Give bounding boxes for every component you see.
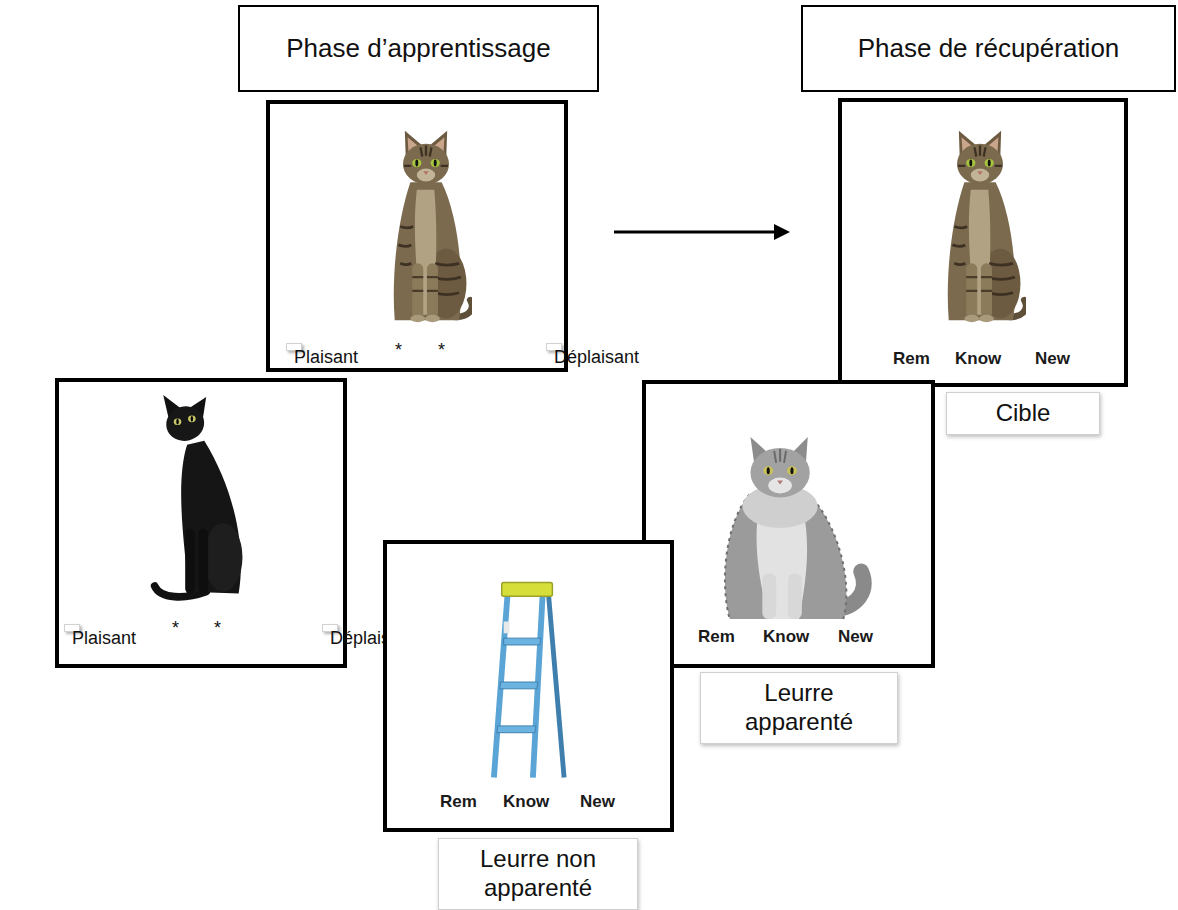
response-option: Know [955,349,1001,369]
phase-title: Phase d’apprentissage [286,33,551,64]
rating-star: * [438,340,445,361]
item-type-label: Leurre non apparenté [438,838,638,910]
label-text: Leurre non apparenté [449,845,627,903]
phase-arrow [614,231,778,234]
ladder-picture [490,580,568,785]
rating-label: Déplaisant [554,347,639,368]
response-option: Know [503,792,549,812]
response-option: New [1035,349,1070,369]
rating-box: Plaisant [64,624,80,632]
label-text: Leurre apparenté [711,679,887,737]
item-type-label: Leurre apparenté [700,672,898,744]
response-option: Rem [698,627,735,647]
response-option: Rem [893,349,930,369]
label-text: Cible [957,399,1089,428]
item-type-label: Cible [946,392,1100,435]
phase-box: Phase d’apprentissage [238,5,599,92]
stimulus-card: * * Plaisant Déplaisant [266,100,568,372]
grey-cat-picture [705,435,873,623]
black-cat-picture [147,394,252,606]
tabby-cat-picture [380,124,472,329]
rating-star: * [395,340,402,361]
rating-star: * [214,618,221,639]
rating-box: Plaisant [286,343,302,351]
response-option: New [838,627,873,647]
test-card: Rem Know New [383,540,674,832]
phase-title: Phase de récupération [858,33,1120,64]
response-option: Rem [440,792,477,812]
test-card: Rem Know New [642,380,935,668]
arrow-head [774,224,790,240]
response-option: New [580,792,615,812]
rating-box: Déplaisant [546,343,562,351]
test-card: Rem Know New [838,98,1128,387]
rating-label: Plaisant [294,347,358,368]
rating-box: Déplaisant [322,624,338,632]
response-option: Know [763,627,809,647]
rating-star: * [172,618,179,639]
rating-label: Plaisant [72,628,136,649]
phase-box: Phase de récupération [801,5,1176,92]
tabby-cat-picture [934,124,1026,329]
stimulus-card: * * Plaisant Déplaisant [55,378,347,668]
